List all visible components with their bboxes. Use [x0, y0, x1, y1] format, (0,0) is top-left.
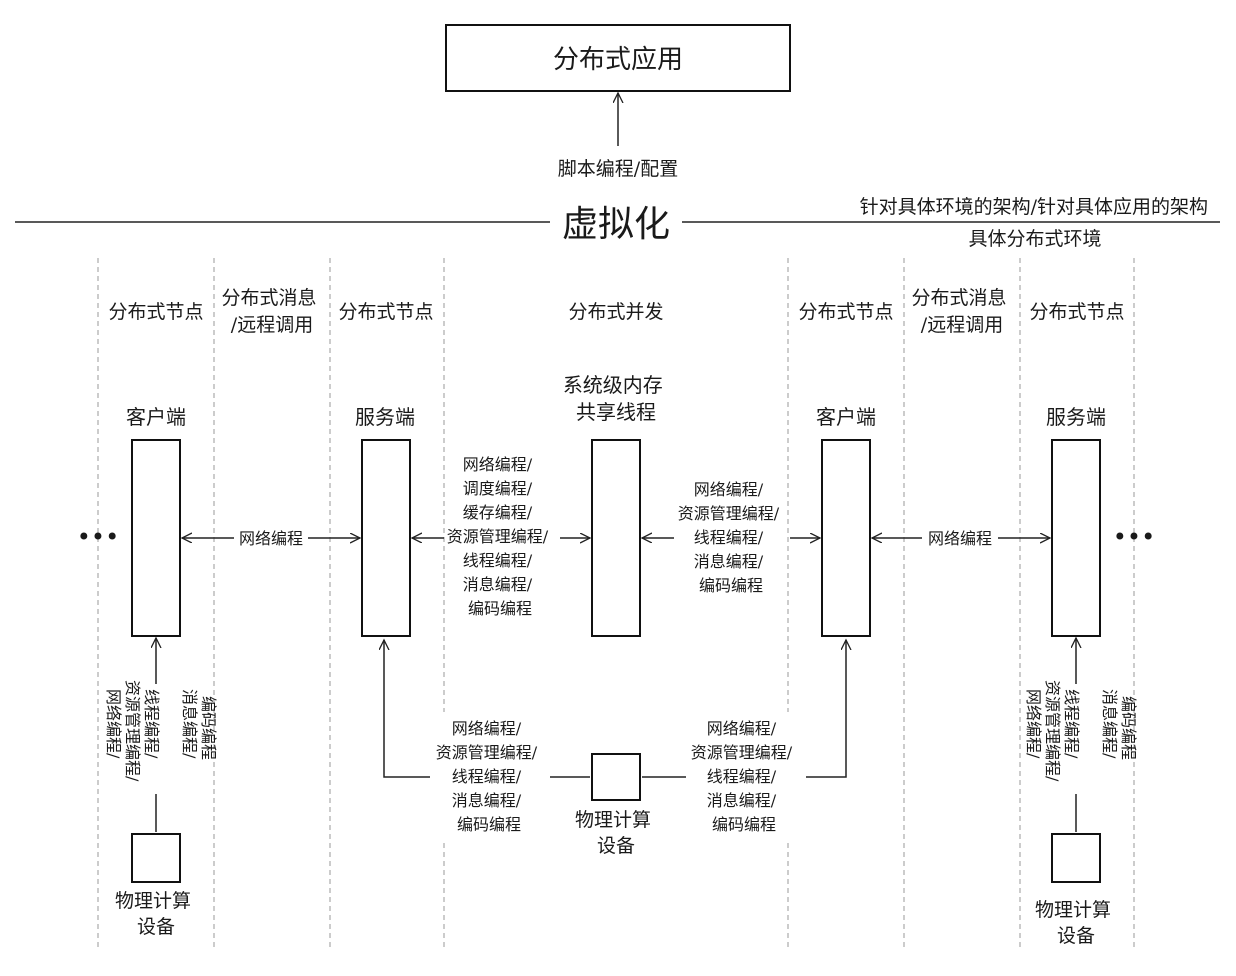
device-label-line: 设备	[597, 835, 635, 857]
vertical-label-bg	[120, 684, 192, 794]
client-right-box	[821, 439, 871, 637]
environment-label: 具体分布式环境	[968, 228, 1101, 250]
column-header-line: 分布式消息	[911, 287, 1006, 309]
label-line: 消息编程/	[452, 791, 522, 810]
server-left-box	[361, 439, 411, 637]
label-line: 编码编程	[712, 815, 776, 834]
shared-memory-label: 系统级内存 共享线程	[563, 373, 669, 424]
column-header: 分布式节点	[798, 301, 893, 323]
label-line: 网络编程/	[463, 455, 533, 474]
device-right-label: 物理计算 设备	[1035, 899, 1117, 947]
label-line: 资源管理编程/	[691, 743, 793, 762]
column-header-line: 分布式消息	[221, 287, 316, 309]
column-header: 分布式节点	[338, 301, 433, 323]
shared-memory-box	[591, 439, 641, 637]
label-line: 线程编程/	[452, 767, 522, 786]
column-header: 分布式消息 /远程调用	[911, 287, 1012, 336]
label-line: 资源管理编程/	[1043, 680, 1062, 782]
device-label-line: 物理计算	[115, 890, 191, 912]
column-header: 分布式消息 /远程调用	[221, 287, 322, 336]
device-left-box	[131, 833, 181, 883]
label-line: 网络编程/	[1024, 689, 1043, 759]
client-left-box	[131, 439, 181, 637]
label-line: 编码编程	[468, 599, 532, 618]
label-line: 资源管理编程/	[447, 527, 549, 546]
column-header: 分布式节点	[108, 301, 203, 323]
device-label-line: 设备	[1057, 925, 1095, 947]
server-right-label: 服务端	[1046, 405, 1106, 429]
label-bg	[686, 712, 806, 840]
column-header: 分布式并发	[568, 301, 663, 323]
label-line: 线程编程/	[694, 528, 764, 547]
vertical-label-right: 网络编程/ 资源管理编程/ 线程编程/ 消息编程/ 编码编程	[1024, 680, 1138, 782]
label-line: 消息编程/	[180, 689, 199, 759]
label-line: 消息编程/	[463, 575, 533, 594]
label-line: 网络编程/	[452, 719, 522, 738]
shared-client-label: 网络编程/ 资源管理编程/ 线程编程/ 消息编程/ 编码编程	[678, 480, 785, 595]
net-label-left: 网络编程	[239, 529, 303, 548]
ellipsis-right: •••	[1113, 523, 1155, 551]
label-line: 缓存编程/	[463, 503, 533, 522]
server-left-label: 服务端	[355, 405, 415, 429]
column-header-line: /远程调用	[231, 314, 313, 336]
label-line: 消息编程/	[1100, 689, 1119, 759]
script-config-label: 脚本编程/配置	[558, 158, 678, 180]
vertical-label-left: 网络编程/ 资源管理编程/ 线程编程/ 消息编程/ 编码编程	[104, 680, 218, 782]
label-line: 消息编程/	[707, 791, 777, 810]
device-right-box	[1051, 833, 1101, 883]
label-line: 编码编程	[699, 576, 763, 595]
device-label-line: 物理计算	[575, 809, 651, 831]
app-box	[445, 24, 791, 92]
label-line: 调度编程/	[463, 479, 533, 498]
server-shared-label: 网络编程/ 调度编程/ 缓存编程/ 资源管理编程/ 线程编程/ 消息编程/ 编码…	[447, 455, 554, 618]
device-label-line: 设备	[137, 916, 175, 938]
server-right-box	[1051, 439, 1101, 637]
app-title: 分布式应用	[553, 45, 683, 75]
device-label-line: 物理计算	[1035, 899, 1111, 921]
label-line: 资源管理编程/	[678, 504, 780, 523]
label-line: 网络编程/	[104, 689, 123, 759]
column-header: 分布式节点	[1029, 301, 1124, 323]
virtualization-label: 虚拟化	[562, 204, 670, 245]
shared-memory-line: 系统级内存	[563, 373, 663, 397]
column-header-line: /远程调用	[921, 314, 1003, 336]
label-line: 资源管理编程/	[436, 743, 538, 762]
label-line: 编码编程	[457, 815, 521, 834]
label-line: 网络编程/	[707, 719, 777, 738]
label-line: 线程编程/	[463, 551, 533, 570]
device-center-box	[591, 753, 641, 801]
label-line: 消息编程/	[694, 552, 764, 571]
vertical-label-bg	[1040, 684, 1112, 794]
device-server-label: 网络编程/ 资源管理编程/ 线程编程/ 消息编程/ 编码编程	[436, 719, 543, 834]
device-center-label: 物理计算 设备	[575, 809, 657, 857]
label-line: 编码编程	[199, 696, 218, 760]
device-left-label: 物理计算 设备	[115, 890, 197, 938]
client-right-label: 客户端	[816, 405, 876, 429]
label-bg	[430, 712, 550, 840]
label-line: 线程编程/	[1062, 689, 1081, 759]
label-line: 线程编程/	[707, 767, 777, 786]
label-line: 编码编程	[1119, 696, 1138, 760]
client-left-label: 客户端	[126, 405, 186, 429]
shared-memory-line: 共享线程	[576, 400, 656, 424]
label-line: 资源管理编程/	[123, 680, 142, 782]
ellipsis-left: •••	[77, 523, 119, 551]
architecture-label: 针对具体环境的架构/针对具体应用的架构	[860, 196, 1208, 218]
net-label-right: 网络编程	[928, 529, 992, 548]
label-line: 网络编程/	[694, 480, 764, 499]
label-line: 线程编程/	[142, 689, 161, 759]
device-client-label: 网络编程/ 资源管理编程/ 线程编程/ 消息编程/ 编码编程	[691, 719, 798, 834]
